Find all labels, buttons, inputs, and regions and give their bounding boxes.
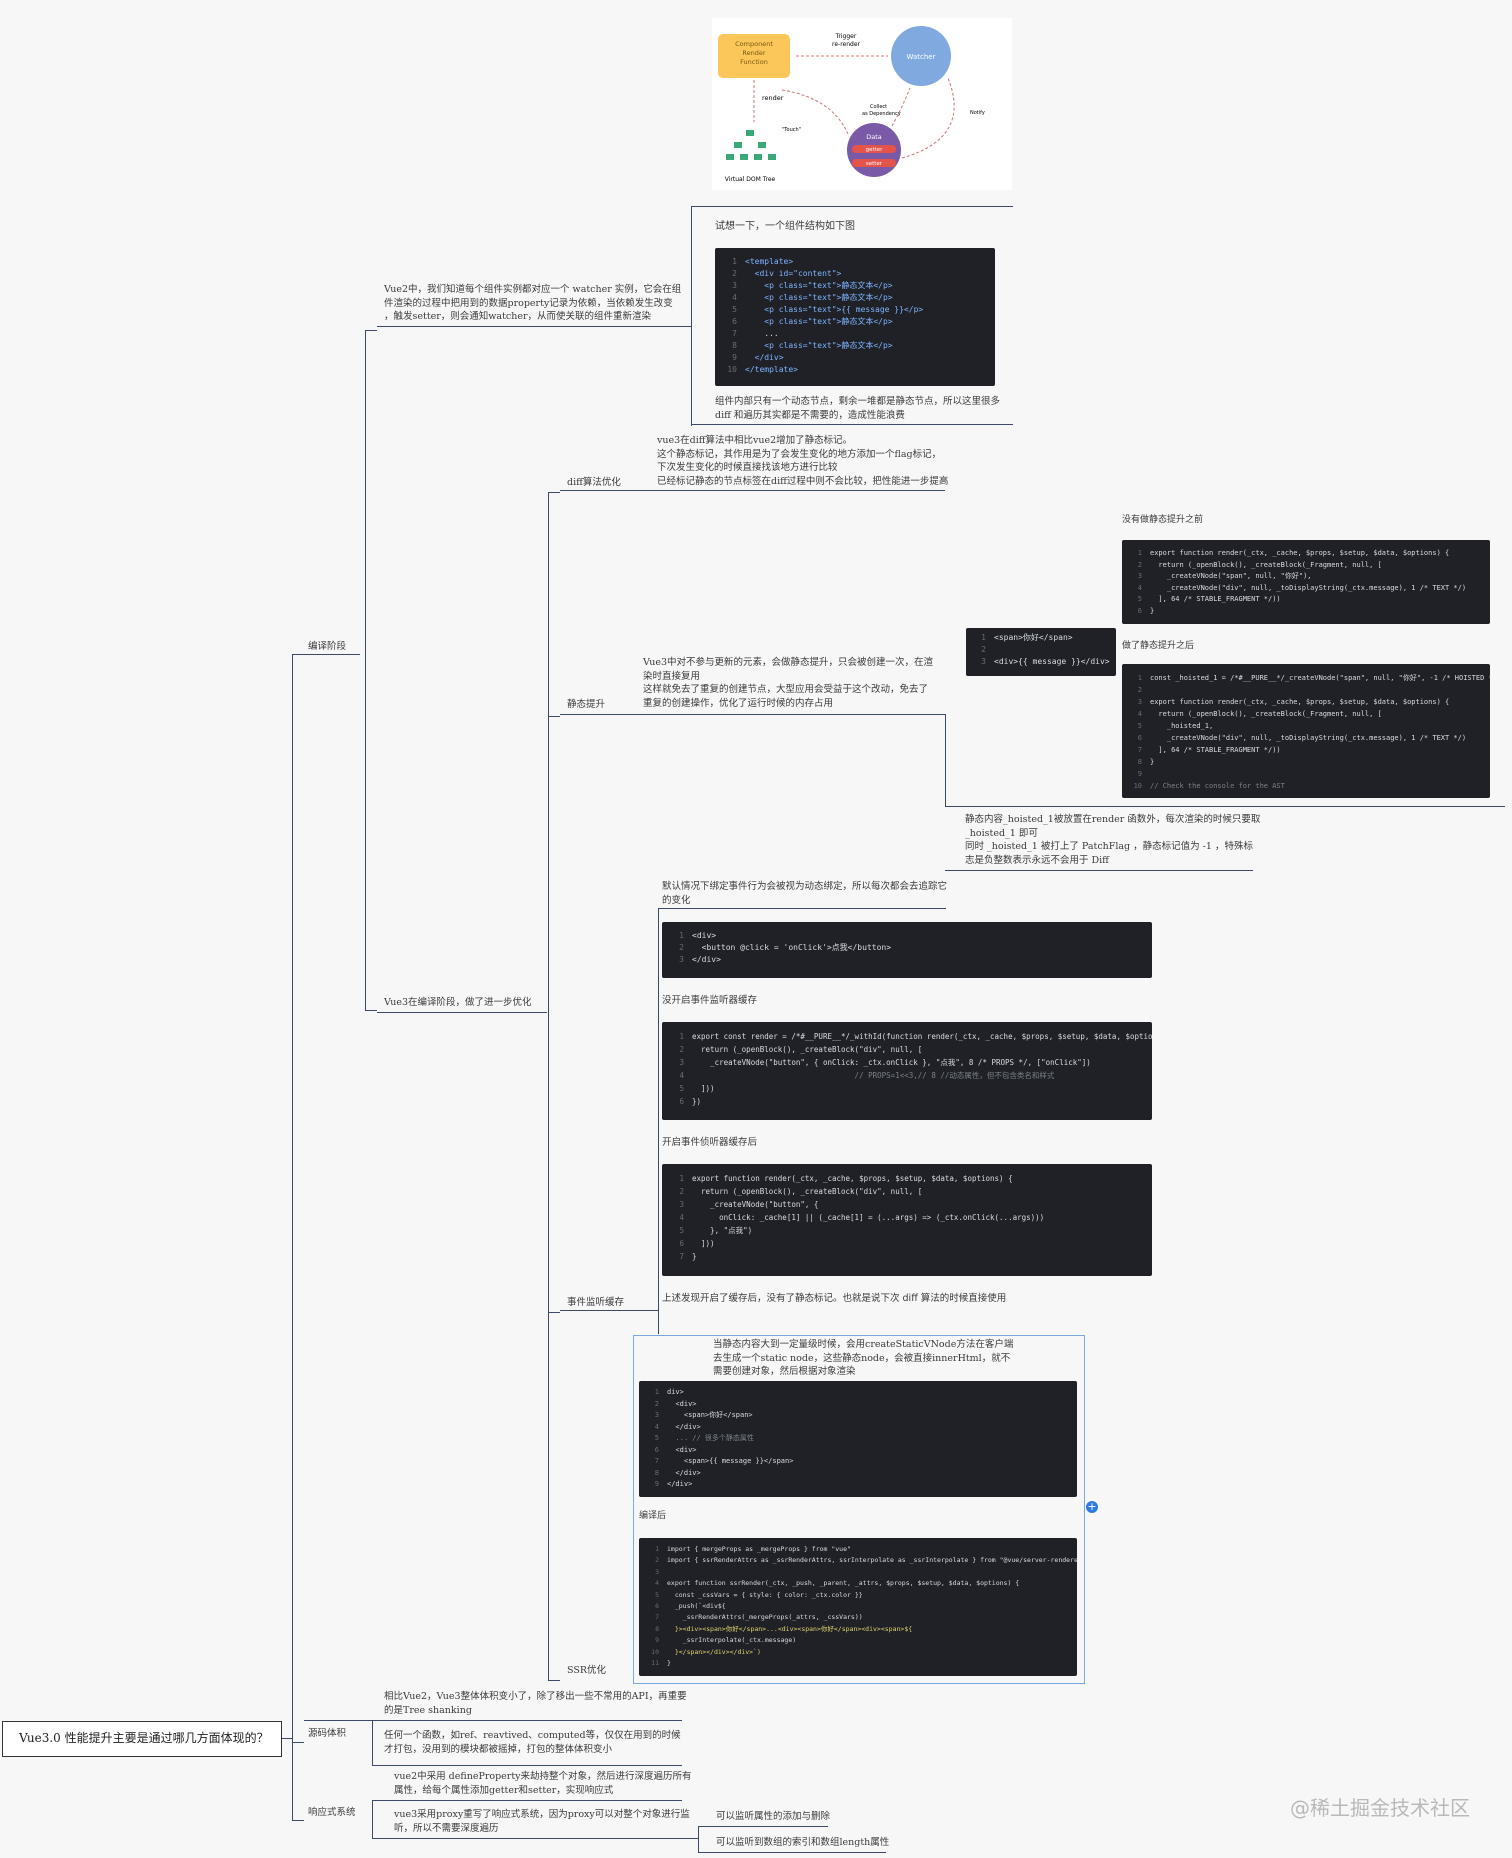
reactive-note-c: 可以监听属性的添加与删除 [716,1811,831,1822]
compiled-heading: 编译后 [639,1511,667,1521]
cache-heading: 开启事件侦听器缓存后 [662,1137,758,1148]
svg-text:"Touch": "Touch" [782,127,801,133]
template-code-block: 1<template> 2 <div id="content"> 3 <p cl… [715,248,995,386]
svg-text:Virtual DOM Tree: Virtual DOM Tree [725,176,776,183]
span-code-block: 1<span>你好</span> 2 3<div>{{ message }}</… [966,628,1116,676]
svg-text:Collect: Collect [870,104,887,110]
diff-note: vue3在diff算法中相比vue2增加了静态标记。这个静态标记，其作用是为了会… [657,435,949,487]
svg-text:Notify: Notify [970,110,985,116]
svg-text:Watcher: Watcher [907,53,936,61]
button-code-block: 1<div> 2 <button @click = 'onClick'>点我</… [662,922,1152,978]
svg-text:getter: getter [866,147,884,153]
reactive-note-b: vue3采用proxy重写了响应式系统，因为proxy可以对整个对象进行监听，所… [394,1809,690,1834]
after-hoist-heading: 做了静态提升之后 [1122,641,1195,651]
vue3-compile-node[interactable]: Vue3在编译阶段，做了进一步优化 [384,997,532,1008]
hoist-node[interactable]: 静态提升 [567,699,606,710]
before-hoist-heading: 没有做静态提升之前 [1122,515,1204,525]
template-note: 组件内部只有一个动态节点，剩余一堆都是静态节点，所以这里很多 diff 和遍历其… [715,396,1001,421]
hoist-after-note: 静态内容_hoisted_1被放置在render 函数外，每次渲染的时候只要取_… [965,814,1261,866]
branch-size[interactable]: 源码体积 [308,1728,347,1739]
event-node[interactable]: 事件监听缓存 [567,1297,625,1308]
compile-intro: Vue2中，我们知道每个组件实例都对应一个 watcher 实例，它会在组件渲染… [384,284,682,322]
hoist-note: Vue3中对不参与更新的元素，会做静态提升，只会被创建一次，在渲染时直接复用 这… [643,657,934,709]
diff-node[interactable]: diff算法优化 [567,477,621,488]
no-cache-heading: 没开启事件监听器缓存 [662,995,758,1006]
svg-text:as Dependency: as Dependency [862,111,901,117]
svg-text:re-render: re-render [832,41,861,48]
svg-text:setter: setter [866,161,883,167]
try-heading: 试想一下，一个组件结构如下图 [715,221,855,232]
cache-note: 上述发现开启了缓存后，没有了静态标记。也就是说下次 diff 算法的时候直接使用 [662,1293,1007,1304]
root-node[interactable]: Vue3.0 性能提升主要是通过哪几方面体现的？ [2,1721,282,1757]
svg-text:render: render [762,94,784,102]
watermark: @稀土掘金技术社区 [1290,1796,1470,1820]
svg-text:Render: Render [742,49,765,57]
svg-text:Component: Component [735,40,773,48]
event-note: 默认情况下绑定事件行为会被视为动态绑定，所以每次都会去追踪它的变化 [662,881,948,906]
reactive-note-a: vue2中采用 defineProperty来劫持整个对象，然后进行深度遍历所有… [394,1771,692,1796]
expand-plus-icon[interactable]: + [1086,1500,1098,1513]
svg-text:Function: Function [740,58,768,66]
reactivity-diagram: Component Render Function Watcher Trigge… [712,18,1012,190]
ssr-node[interactable]: SSR优化 [567,1665,607,1676]
reactive-note-d: 可以监听到数组的索引和数组length属性 [716,1837,890,1848]
svg-text:Data: Data [866,133,882,141]
size-note-a: 相比Vue2，Vue3整体体积变小了，除了移出一些不常用的API，再重要的是Tr… [384,1691,687,1716]
ssr-note: 当静态内容大到一定量级时候，会用createStaticVNode方法在客户端去… [713,1339,1014,1377]
branch-reactive[interactable]: 响应式系统 [308,1807,356,1818]
branch-compile[interactable]: 编译阶段 [308,641,347,652]
svg-text:Trigger: Trigger [835,33,857,40]
size-note-b: 任何一个函数，如ref、reavtived、computed等，仅仅在用到的时候… [384,1730,681,1755]
